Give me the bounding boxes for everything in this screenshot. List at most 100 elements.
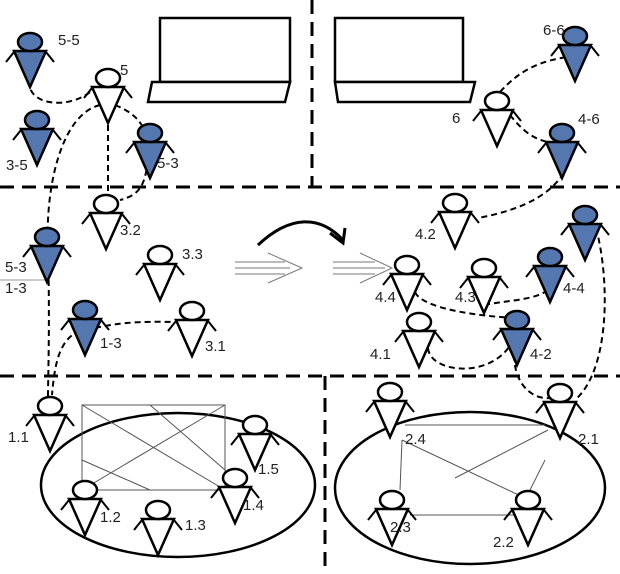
person-figure: 3-5 <box>6 109 62 174</box>
person-body-icon <box>499 327 535 369</box>
person-figure: 2.2 <box>493 489 553 551</box>
person-figure: 5-5 <box>5 31 80 91</box>
person-head-icon <box>146 244 174 266</box>
person-body-icon <box>140 517 176 559</box>
group-1-links <box>81 404 226 491</box>
person-head-icon <box>178 300 206 322</box>
person-label: 6 <box>452 110 460 127</box>
person-label: 4.2 <box>415 226 436 243</box>
person-label: 1.2 <box>100 509 121 526</box>
person-head-icon <box>94 67 122 89</box>
person-figure: 4.4 <box>375 254 432 314</box>
person-figure: 2.1 <box>535 382 599 448</box>
person-label: 4.1 <box>370 346 391 363</box>
person-label: 5-5 <box>58 32 80 49</box>
person-label: 4.4 <box>375 289 396 306</box>
person-label: 1.3 <box>185 517 206 534</box>
person-figure: 3.3 <box>135 244 203 304</box>
person-body-icon <box>542 400 578 442</box>
person-body-icon <box>567 222 603 264</box>
person-body-icon <box>544 140 580 182</box>
person-body-icon <box>88 211 124 253</box>
person-head-icon <box>36 395 64 417</box>
person-figure: 3.2 <box>81 193 141 253</box>
person-head-icon <box>571 204 599 226</box>
person-label: 4-6 <box>578 111 600 128</box>
person-figure: 6 <box>452 90 522 150</box>
person-label: 3-5 <box>6 157 28 174</box>
person-figure: 4-2 <box>492 309 552 369</box>
person-figure: 5 <box>83 62 133 127</box>
person-label: 4.3 <box>455 289 476 306</box>
person-figure: 2.4 <box>365 381 426 448</box>
person-head-icon <box>378 489 406 511</box>
person-figure: 3.1 <box>167 300 226 360</box>
person-body-icon <box>479 108 515 150</box>
person-head-icon <box>536 246 564 268</box>
person-figure: 4-4 <box>525 246 585 306</box>
person-body-icon <box>29 244 65 286</box>
person-figure: 1.2 <box>60 479 121 539</box>
person-head-icon <box>503 309 531 331</box>
person-label: 2.1 <box>578 431 599 448</box>
person-figure: 2.3 <box>367 489 417 549</box>
person-label: 1.1 <box>8 429 29 446</box>
person-figure: 1.3 <box>133 499 206 559</box>
person-body-icon <box>67 317 103 359</box>
person-head-icon <box>561 25 589 47</box>
person-figure: 5-3 <box>125 122 179 182</box>
person-head-icon <box>405 311 433 333</box>
person-head-icon <box>376 381 404 403</box>
person-label: 5-3 <box>157 155 179 172</box>
person-label: 4-4 <box>563 280 585 297</box>
person-body-icon <box>557 43 593 85</box>
person-head-icon <box>241 414 269 436</box>
person-figure: 1.5 <box>230 414 280 478</box>
person-figure: 1.4 <box>210 467 264 527</box>
person-figure: 4-6 <box>537 111 600 182</box>
person-head-icon <box>483 90 511 112</box>
person-head-icon <box>136 122 164 144</box>
person-label: 1.4 <box>243 497 264 514</box>
hollow-arrow-right-icon <box>333 252 394 284</box>
person-label: 2.3 <box>390 519 411 536</box>
person-body-icon <box>12 49 48 91</box>
person-figure <box>560 204 610 264</box>
person-head-icon <box>546 382 574 404</box>
figures: 5-5 5 3-5 5-3 3.2 3.3 5-3 1-3 3.1 6-6 6 4-6 4.2 4.4 4.… <box>5 22 610 559</box>
person-head-icon <box>92 193 120 215</box>
person-figure: 4.2 <box>415 192 480 252</box>
person-head-icon <box>221 467 249 489</box>
person-figure: 6-6 <box>543 22 600 85</box>
person-body-icon <box>401 329 437 371</box>
group-1-ellipse <box>39 411 317 559</box>
person-label: 1.5 <box>258 461 279 478</box>
person-label: 3.2 <box>120 222 141 239</box>
person-label: 6-6 <box>543 22 565 39</box>
transition-arrow <box>256 220 345 247</box>
person-figure: 4.3 <box>455 257 509 317</box>
person-head-icon <box>514 489 542 511</box>
person-label: 4-2 <box>530 346 552 363</box>
person-figure: 5-3 <box>5 226 72 286</box>
person-head-icon <box>470 257 498 279</box>
person-body-icon <box>532 264 568 306</box>
hollow-arrow-left-icon <box>235 252 304 284</box>
person-body-icon <box>437 210 473 252</box>
person-label: 2.4 <box>405 431 426 448</box>
person-head-icon <box>16 31 44 53</box>
person-label: 5 <box>120 62 128 79</box>
person-body-icon <box>174 318 210 360</box>
person-figure: 1.1 <box>8 395 75 455</box>
person-head-icon <box>33 226 61 248</box>
person-head-icon <box>71 479 99 501</box>
person-figure: 1-3 <box>60 299 122 359</box>
person-figure: 4.1 <box>370 311 444 371</box>
person-body-icon <box>67 497 103 539</box>
person-label: 5-3 <box>5 259 27 276</box>
laptop-left-icon <box>146 16 292 104</box>
person-label: 3.3 <box>182 246 203 263</box>
person-head-icon <box>23 109 51 131</box>
